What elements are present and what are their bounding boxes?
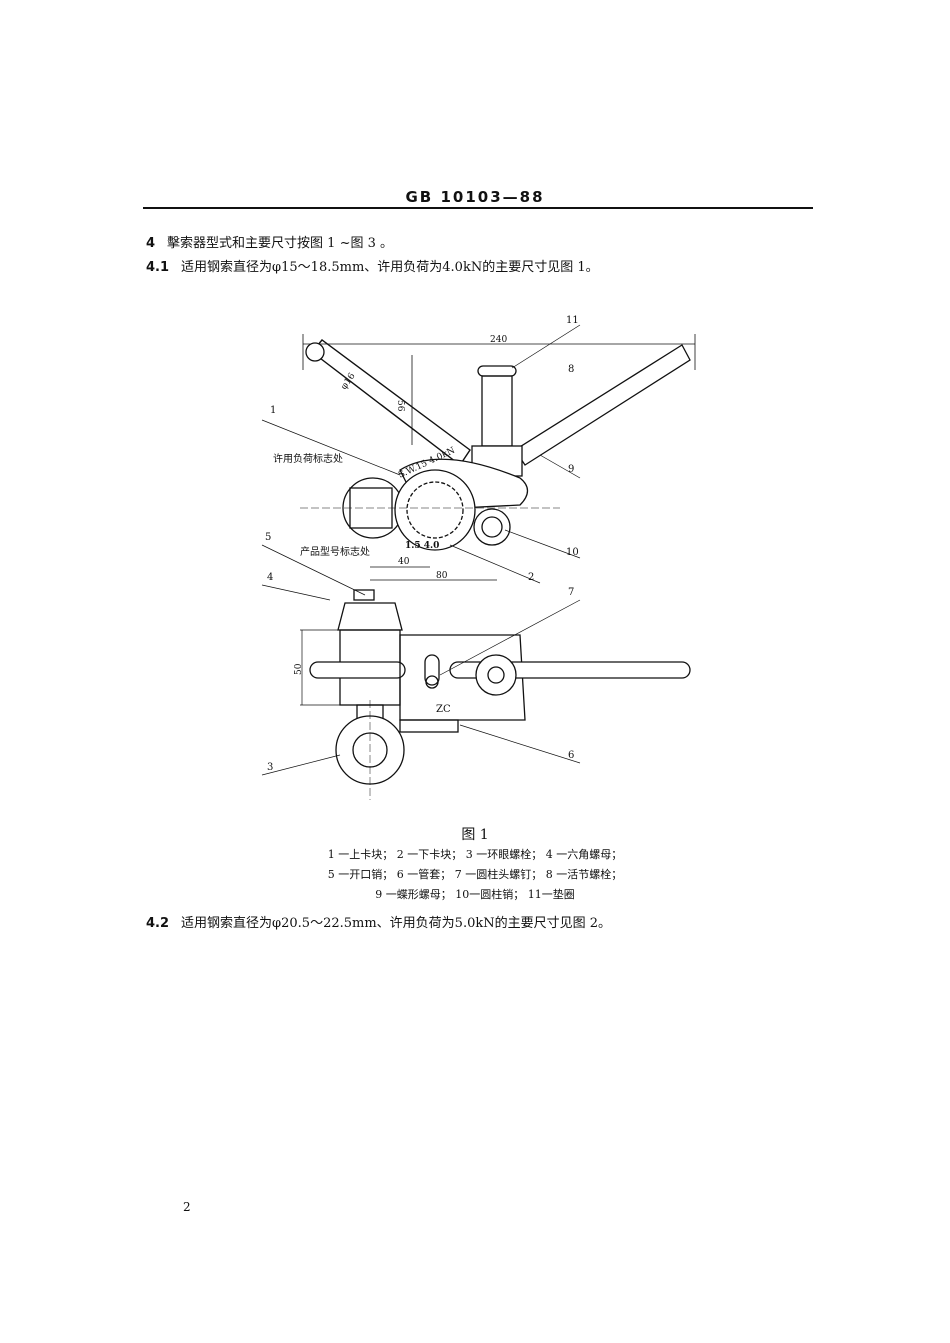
dim-80: 80 <box>436 571 448 581</box>
part-label-8: 8 <box>568 364 574 375</box>
figure-legend-line: 5 一开口销； 6 一管套； 7 一圆柱头螺钉； 8 一活节螺栓； <box>327 868 623 881</box>
engrave-bottom: 1.5 4.0 <box>405 541 439 551</box>
model-mark-label: 产品型号标志处 <box>300 545 370 558</box>
figure-legend-line: 9 一蝶形螺母； 10一圆柱销； 11一垫圈 <box>375 888 575 901</box>
figure-1-drawing: 240 φ16 56 S.W.15 4.0kN 1.5 4.0 1 许用负荷标志… <box>261 315 696 800</box>
dim-50: 50 <box>294 663 304 675</box>
part-label-1: 1 <box>270 405 276 416</box>
load-mark-label: 许用负荷标志处 <box>273 452 343 465</box>
header-rule <box>143 207 813 209</box>
part-label-11: 11 <box>566 315 579 326</box>
dim-56: 56 <box>395 400 405 412</box>
part-label-5: 5 <box>265 532 271 543</box>
part-label-7: 7 <box>568 587 574 598</box>
zc-label: ZC <box>436 704 451 715</box>
dim-240: 240 <box>490 335 507 345</box>
part-label-3: 3 <box>267 762 273 773</box>
part-label-6: 6 <box>568 750 574 761</box>
page-number: 2 <box>183 1200 191 1214</box>
figure-legend-line: 1 一上卡块； 2 一下卡块； 3 一环眼螺栓； 4 一六角螺母； <box>327 848 623 861</box>
figure-title: 图 1 <box>461 827 489 843</box>
part-label-4: 4 <box>267 572 273 583</box>
part-label-2: 2 <box>528 572 534 583</box>
part-label-9: 9 <box>568 464 574 475</box>
dim-40: 40 <box>398 557 410 567</box>
part-label-10: 10 <box>566 547 579 558</box>
standard-header: GB 10103—88 <box>405 188 545 206</box>
